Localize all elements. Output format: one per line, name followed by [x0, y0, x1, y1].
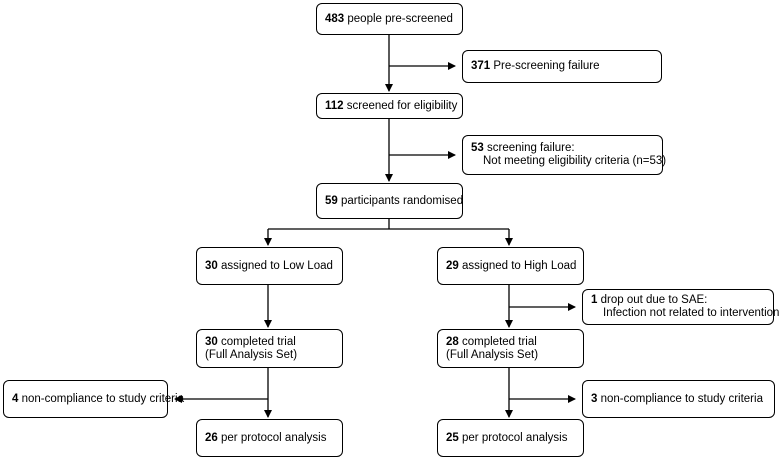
low-noncompliance-count: 4: [12, 392, 19, 405]
low-load-label: assigned to Low Load: [221, 259, 333, 272]
high-complete-count: 28: [446, 335, 459, 348]
dropout-box: 1 drop out due to SAE: Infection not rel…: [582, 289, 779, 325]
low-complete-count: 30: [205, 335, 218, 348]
screenfail-count: 53: [471, 142, 484, 154]
prefail-count: 371: [471, 60, 491, 72]
low-pp-box: 26 per protocol analysis: [196, 419, 343, 457]
low-pp-count: 26: [205, 431, 218, 444]
prefail-label: Pre-screening failure: [493, 60, 600, 72]
low-complete-detail: (Full Analysis Set): [205, 348, 298, 361]
high-noncompliance-count: 3: [591, 392, 598, 405]
low-noncompliance-label: non-compliance to study criteria: [21, 392, 184, 405]
randomised-count: 59: [325, 194, 338, 207]
high-load-label: assigned to High Load: [462, 259, 577, 272]
prescreened-box: 483 people pre-screened: [316, 3, 463, 35]
prefail-box: 371 Pre-screening failure: [462, 50, 662, 83]
low-complete-box: 30 completed trial (Full Analysis Set): [196, 329, 343, 368]
randomised-label: participants randomised: [341, 194, 464, 207]
prescreened-label: people pre-screened: [347, 12, 453, 25]
screened-count: 112: [325, 99, 344, 112]
screenfail-box: 53 screening failure: Not meeting eligib…: [462, 135, 667, 175]
prescreened-count: 483: [325, 12, 345, 25]
screened-label: screened for eligibility: [346, 99, 458, 112]
screened-box: 112 screened for eligibility: [316, 93, 463, 119]
high-pp-label: per protocol analysis: [462, 431, 568, 444]
high-complete-box: 28 completed trial (Full Analysis Set): [437, 329, 584, 368]
dropout-detail: Infection not related to intervention: [603, 307, 779, 319]
high-pp-box: 25 per protocol analysis: [437, 419, 584, 457]
low-load-box: 30 assigned to Low Load: [196, 247, 343, 285]
dropout-count: 1: [591, 294, 598, 306]
high-load-count: 29: [446, 259, 459, 272]
low-pp-label: per protocol analysis: [221, 431, 327, 444]
low-complete-label: completed trial: [221, 335, 296, 348]
high-complete-detail: (Full Analysis Set): [446, 348, 539, 361]
dropout-label: drop out due to SAE:: [600, 294, 708, 306]
high-noncompliance-label: non-compliance to study criteria: [600, 392, 763, 405]
screenfail-detail: Not meeting eligibility criteria (n=53): [483, 155, 667, 167]
low-load-count: 30: [205, 259, 218, 272]
screenfail-label: screening failure:: [487, 142, 575, 154]
low-noncompliance-box: 4 non-compliance to study criteria: [3, 380, 184, 418]
high-noncompliance-box: 3 non-compliance to study criteria: [582, 380, 775, 418]
high-load-box: 29 assigned to High Load: [437, 247, 584, 285]
high-complete-label: completed trial: [462, 335, 537, 348]
high-pp-count: 25: [446, 431, 459, 444]
randomised-box: 59 participants randomised: [316, 183, 463, 219]
